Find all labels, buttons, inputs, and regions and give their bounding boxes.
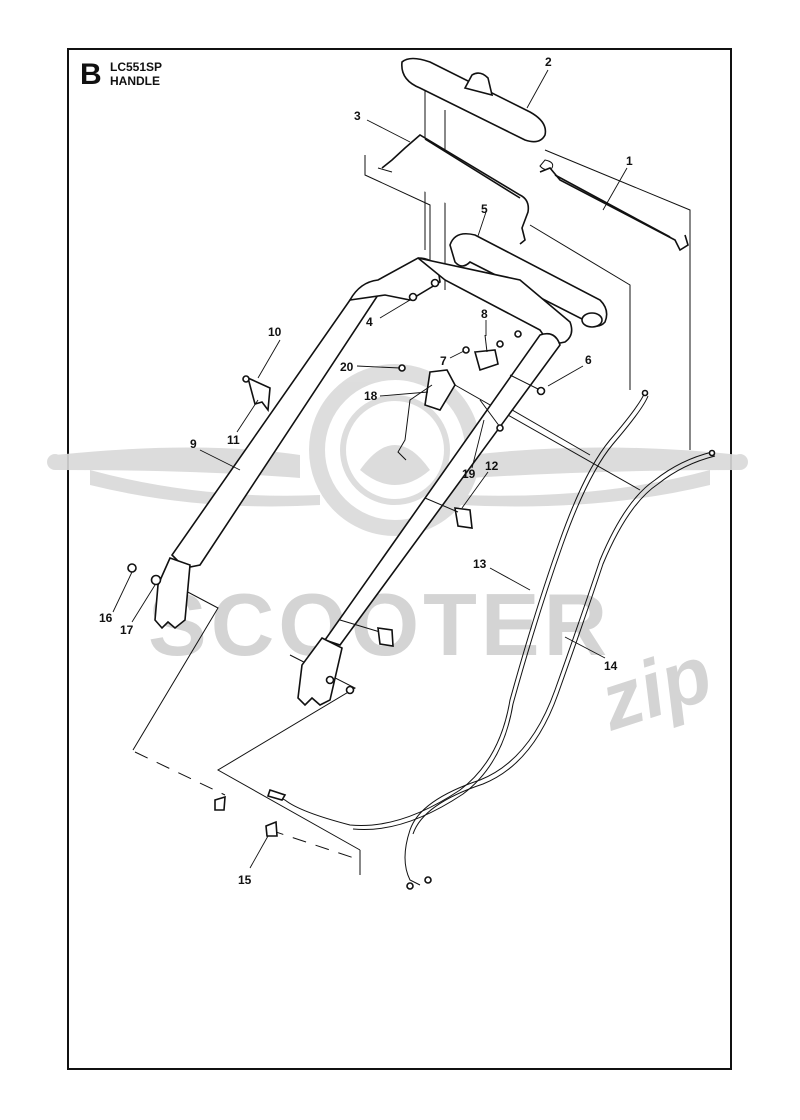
- cables-13-14: [266, 389, 716, 890]
- page-title: HANDLE: [110, 74, 160, 88]
- callout-10: 10: [268, 325, 282, 339]
- callout-labels: 1 2 3 4 5 6 7 8 9 10 11 12 13 14 15 16 1…: [99, 55, 633, 887]
- part-3-bail-lever: [377, 134, 530, 245]
- callout-6: 6: [585, 353, 592, 367]
- callout-20: 20: [340, 360, 354, 374]
- hardware-fasteners: [127, 278, 546, 837]
- callout-8: 8: [481, 307, 488, 321]
- model-title: LC551SP: [110, 60, 163, 74]
- callout-5: 5: [481, 202, 488, 216]
- part-5-upper-handle: [449, 232, 608, 328]
- callout-3: 3: [354, 109, 361, 123]
- callout-4: 4: [366, 315, 373, 329]
- watermark-logo: [47, 364, 748, 536]
- drawing-frame: [67, 48, 732, 1070]
- callout-17: 17: [120, 623, 134, 637]
- section-letter: B: [80, 58, 102, 91]
- callout-12: 12: [485, 459, 499, 473]
- part-18-control-box: [397, 369, 456, 461]
- part-9-handle-frame: [154, 257, 573, 707]
- callout-13: 13: [473, 557, 487, 571]
- callout-1: 1: [626, 154, 633, 168]
- part-2-top-grip: [401, 57, 554, 171]
- callout-14: 14: [604, 659, 618, 673]
- callout-7: 7: [440, 354, 447, 368]
- part-1-control-rod: [539, 167, 689, 252]
- callout-19: 19: [462, 467, 476, 481]
- callout-16: 16: [99, 611, 113, 625]
- callout-15: 15: [238, 873, 252, 887]
- leader-lines: [112, 69, 628, 869]
- callout-18: 18: [364, 389, 378, 403]
- callout-2: 2: [545, 55, 552, 69]
- callout-9: 9: [190, 437, 197, 451]
- part-8-bracket: [473, 334, 499, 372]
- callout-11: 11: [227, 433, 240, 447]
